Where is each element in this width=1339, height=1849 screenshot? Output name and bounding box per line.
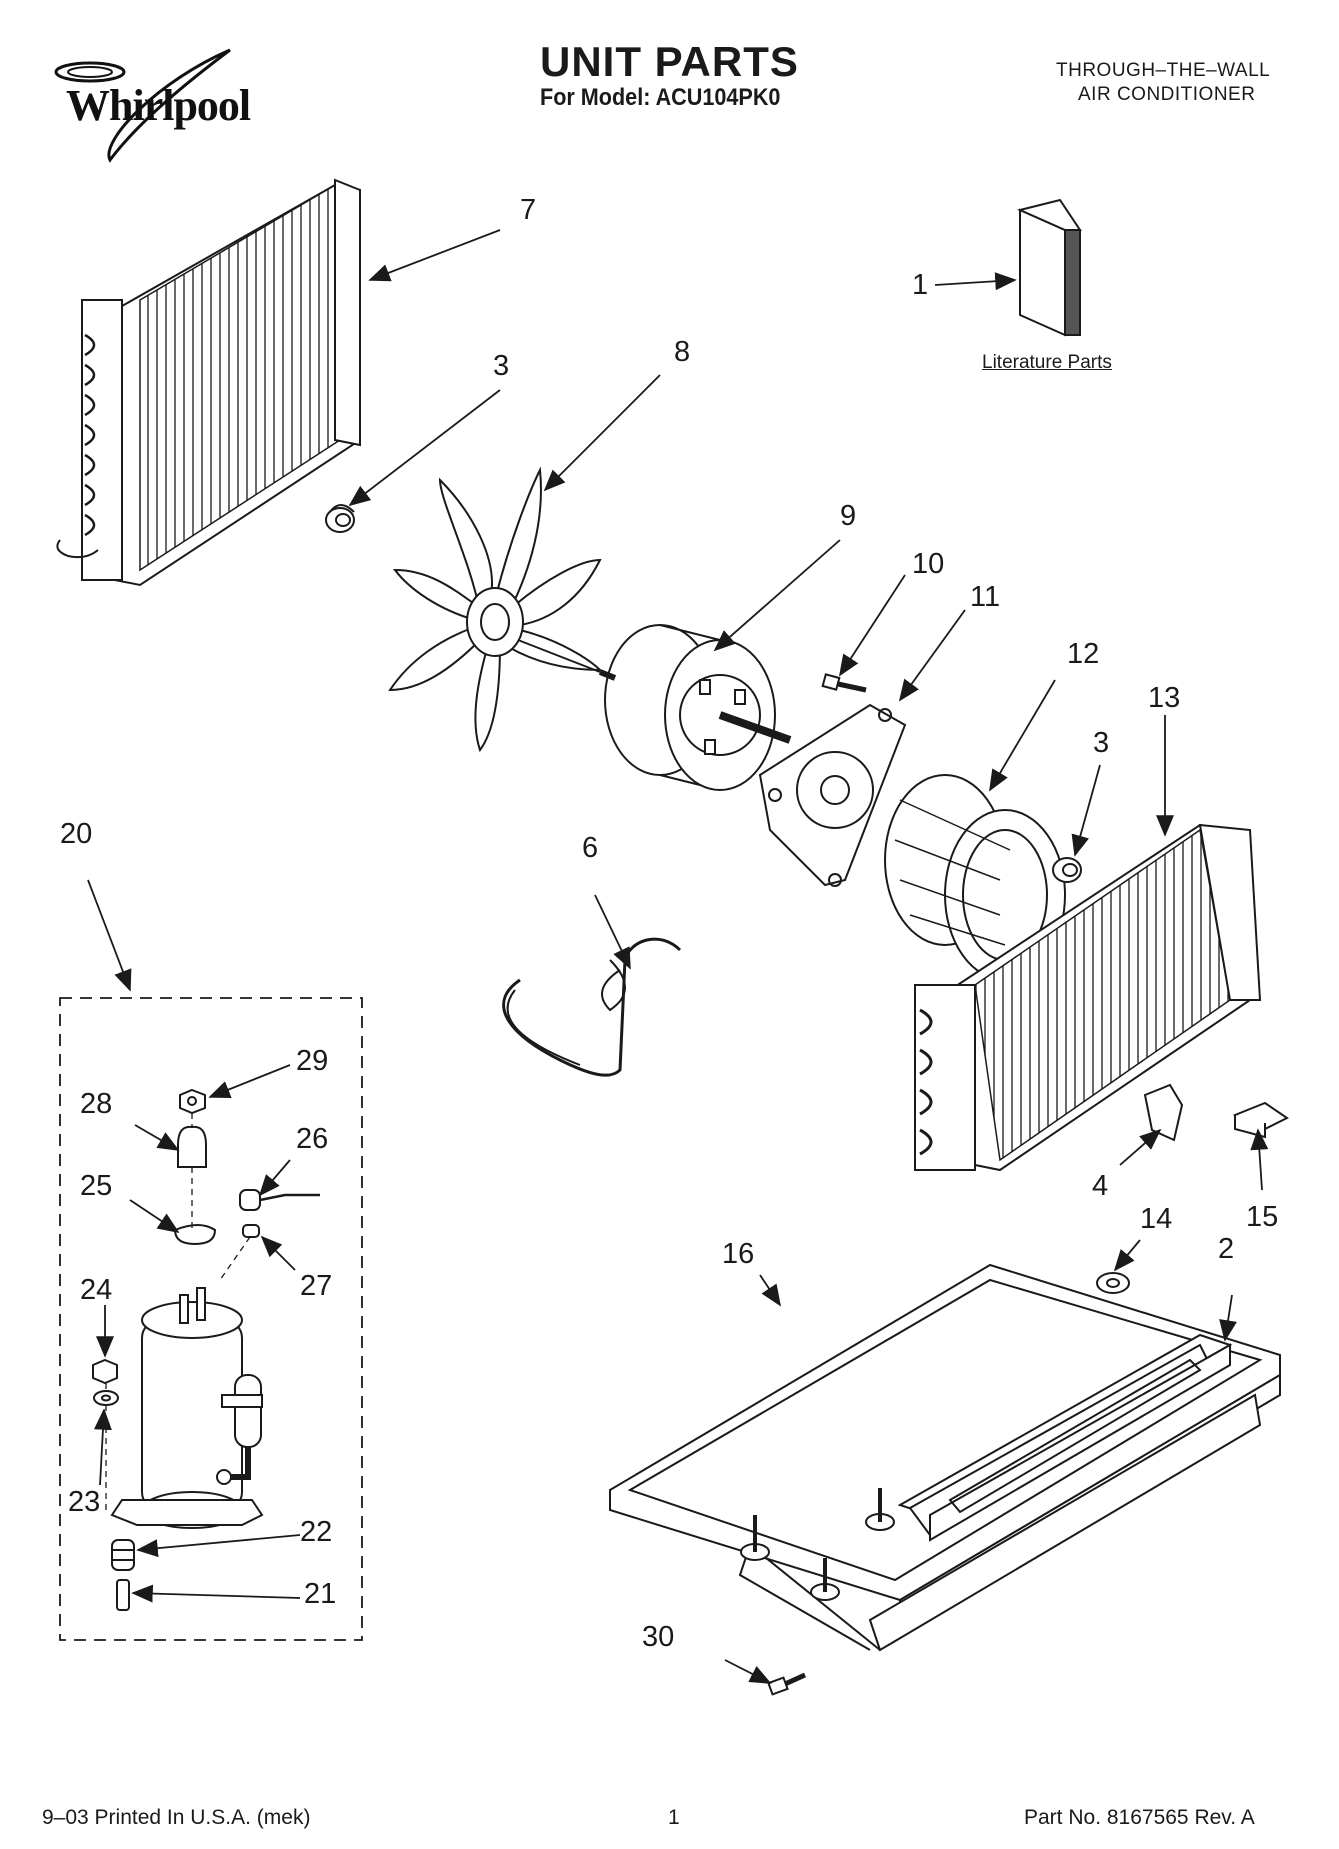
- coil-clip-part-3-lower: [1052, 857, 1082, 883]
- condenser-coil-part-7: [56, 178, 361, 587]
- callout-29: 29: [296, 1045, 329, 1077]
- fan-blade-part-8: [388, 466, 603, 753]
- callout-6: 6: [582, 832, 599, 864]
- terminal-nut-part-29: [179, 1088, 206, 1115]
- mounting-screw-part-10: [821, 673, 867, 693]
- washer-part-23: [93, 1390, 119, 1406]
- callout-25: 25: [80, 1170, 113, 1202]
- overload-protector-part-27: [242, 1224, 260, 1238]
- condensate-tray-part-2: [897, 1333, 1233, 1542]
- terminal-cover-part-28: [177, 1125, 207, 1168]
- coil-clip-part-3: [325, 504, 355, 533]
- evaporator-coil-part-13: [914, 823, 1262, 1172]
- retainer-clip-part-15: [1232, 1101, 1289, 1139]
- coil-bracket-part-4: [1143, 1083, 1184, 1142]
- callout-3: 3: [493, 350, 510, 382]
- callout-13: 13: [1148, 682, 1181, 714]
- callout-1: 1: [912, 269, 929, 301]
- callout-14: 14: [1140, 1203, 1173, 1235]
- callout-30: 30: [642, 1621, 675, 1653]
- print-info: 9–03 Printed In U.S.A. (mek): [42, 1806, 311, 1829]
- leader-arrows: [87, 229, 1269, 1684]
- callout-21: 21: [304, 1578, 337, 1610]
- grommet-part-14: [1096, 1272, 1130, 1294]
- callout-26: 26: [296, 1123, 329, 1155]
- page-title: UNIT PARTS: [540, 38, 799, 85]
- compressor-nut-part-24: [92, 1358, 118, 1385]
- compressor-kit-boundary-part-20: [59, 997, 363, 1641]
- callout-15: 15: [1246, 1201, 1279, 1233]
- callout-22: 22: [300, 1516, 333, 1548]
- base-pan-part-16: [609, 1263, 1281, 1652]
- callout-7: 7: [520, 194, 537, 226]
- product-type-line1: THROUGH–THE–WALL: [1056, 60, 1271, 81]
- callout-10: 10: [912, 548, 945, 580]
- grommet-part-22: [111, 1539, 135, 1571]
- base-screw-part-30: [767, 1672, 807, 1696]
- sleeve-part-21: [116, 1579, 130, 1611]
- callout-20: 20: [60, 818, 93, 850]
- callout-27: 27: [300, 1270, 333, 1302]
- model-number: For Model: ACU104PK0: [540, 84, 781, 111]
- product-type-line2: AIR CONDITIONER: [1078, 84, 1256, 105]
- page-number: 1: [668, 1806, 680, 1829]
- terminal-gasket-part-25: [174, 1224, 217, 1246]
- brand-logo-text: Whirlpool: [66, 81, 251, 130]
- literature-book-part-1: [1016, 198, 1082, 337]
- drain-tube-part-6: [502, 937, 682, 1077]
- callout-28: 28: [80, 1088, 113, 1120]
- motor-bracket-part-11: [758, 703, 907, 887]
- literature-parts-label: Literature Parts: [982, 352, 1112, 373]
- callout-4: 4: [1092, 1170, 1109, 1202]
- callout-2: 2: [1218, 1233, 1235, 1265]
- callout-12: 12: [1067, 638, 1100, 670]
- part-number: Part No. 8167565 Rev. A: [1024, 1806, 1255, 1829]
- callout-9: 9: [840, 500, 857, 532]
- callout-11: 11: [970, 581, 1001, 613]
- callout-23: 23: [68, 1486, 101, 1518]
- whirlpool-logo-swoosh: [54, 48, 231, 163]
- callout-16: 16: [722, 1238, 755, 1270]
- callout-8: 8: [674, 336, 691, 368]
- overload-part-26: [239, 1189, 320, 1211]
- compressor-part-20: [110, 1287, 264, 1529]
- callout-24: 24: [80, 1274, 113, 1306]
- fan-motor-part-9: [598, 624, 792, 791]
- callout-3-lower: 3: [1093, 727, 1110, 759]
